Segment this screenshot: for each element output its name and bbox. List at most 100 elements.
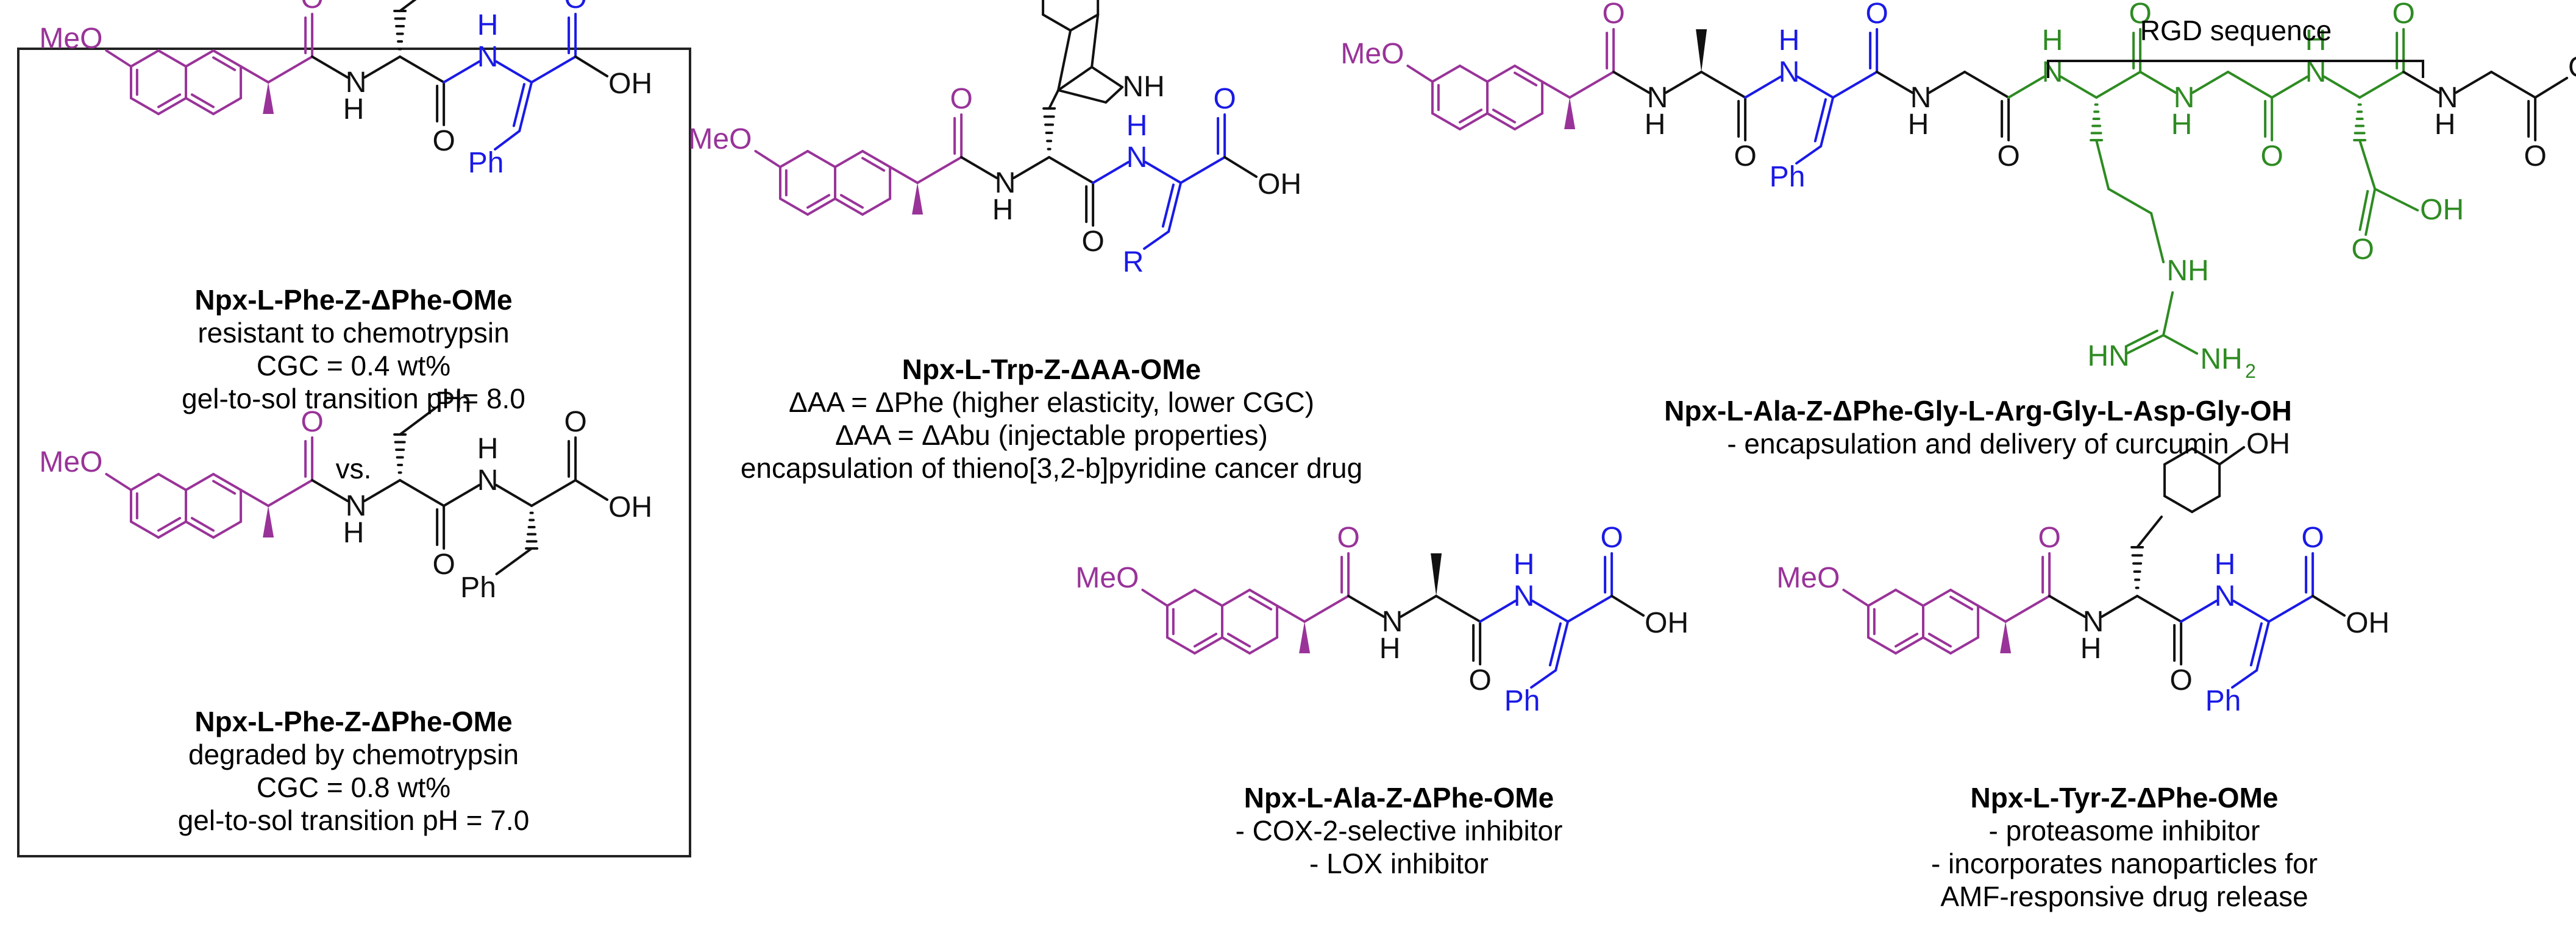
bond [1141, 589, 1169, 607]
ring-bond [1486, 65, 1517, 83]
bond [2191, 71, 2230, 94]
bond [1612, 71, 1651, 94]
ring-bond [861, 197, 892, 216]
bond [1012, 156, 1051, 179]
bond [1347, 595, 1386, 618]
ring-bond [1248, 589, 1279, 607]
atom-label: O [1337, 522, 1359, 554]
compound-name-tyr: Npx-L-Tyr-Z-ΔPhe-OMe [1971, 782, 2279, 814]
ring-bond [1922, 636, 1952, 655]
atom-label: MeO [39, 446, 102, 478]
bond [2095, 71, 2142, 99]
bond [1091, 13, 1100, 68]
caption-line: gel-to-sol transition pH = 7.0 [178, 804, 530, 836]
bond [495, 60, 533, 83]
atom-label: O [432, 125, 455, 157]
bond [2162, 291, 2174, 336]
ring-bond [212, 480, 237, 495]
double-bond [1820, 96, 1835, 147]
compound-name-top-left: Npx-L-Phe-Z-ΔPhe-OMe [194, 284, 512, 316]
bond [399, 55, 446, 83]
bond [2227, 71, 2274, 99]
atom-label: H [1779, 24, 1800, 57]
ring-bond [212, 520, 243, 539]
ring-bond [2191, 447, 2221, 466]
ring-bond [1492, 108, 1517, 124]
atom-label: N [477, 464, 499, 497]
atom-label: N [477, 41, 499, 73]
atom-label: O [2169, 664, 2192, 697]
atom-label: Ph [435, 386, 471, 419]
atom-label: O [2351, 233, 2374, 266]
ring-bond [185, 49, 215, 68]
atom-label: O [2129, 0, 2151, 30]
ring-bond [190, 93, 215, 108]
ring-bond [1221, 589, 1251, 607]
ring-bond [1922, 589, 1952, 607]
atom-label: O [2260, 140, 2283, 172]
rgd-bracket: RGD sequence [2047, 15, 2424, 78]
ring-bond [157, 49, 188, 68]
atom-label: H [2171, 108, 2193, 141]
bond [1223, 156, 1258, 178]
atom-label: O [1734, 140, 1756, 172]
bond [267, 479, 314, 507]
ring-bond [2191, 495, 2221, 513]
ring-bond [157, 517, 182, 532]
ring-bond [157, 93, 182, 108]
atom-label: N [995, 167, 1016, 199]
ring-bond [806, 194, 831, 209]
double-bond [518, 81, 533, 132]
atom-label: NH [2200, 343, 2242, 375]
caption-line: encapsulation of thieno[3,2-b]pyridine c… [741, 452, 1362, 484]
bond [399, 0, 417, 12]
atom-label: OH [2346, 607, 2389, 639]
atom-label: OH [608, 68, 652, 100]
atom-label: O [1997, 140, 2019, 172]
bond [2455, 71, 2493, 94]
bond [2048, 595, 2087, 618]
atom-label: NH [2166, 255, 2208, 287]
atom-label: O [1602, 0, 1624, 30]
ring-bond [834, 197, 864, 216]
caption-line: - encapsulation and delivery of curcumin [1727, 428, 2229, 459]
ring-bond [839, 194, 864, 209]
bond [495, 484, 533, 507]
compound-name-trp: Npx-L-Trp-Z-ΔAA-OMe [902, 353, 1201, 385]
ring-bond [1949, 636, 1980, 655]
atom-label: H [343, 517, 365, 549]
atom-label: Ph [2205, 685, 2241, 717]
ring-bond [1194, 589, 1224, 607]
atom-subscript: 2 [2245, 360, 2256, 382]
ring-bond [1514, 65, 1544, 83]
atom-label: N [1647, 82, 1668, 114]
bond [1700, 71, 1747, 99]
wedge-bond [1299, 622, 1311, 653]
atom-label: MeO [1776, 562, 1840, 594]
ring-bond [861, 157, 886, 172]
ring-bond [185, 473, 215, 491]
molecule-layer: MeOONHPhONHPhOOHMeOONHPhONHPhOOHMeOONHNH… [39, 0, 2576, 717]
bond [2268, 595, 2314, 623]
double-bond [1548, 622, 1562, 667]
bond [2180, 600, 2218, 623]
ring-bond [1248, 636, 1279, 655]
bond [1541, 80, 1571, 99]
ring-bond [129, 520, 160, 539]
atom-label: O [2524, 140, 2546, 172]
atom-label: H [992, 194, 1014, 226]
bond [1276, 605, 1306, 623]
caption-line: AMF-responsive drug release [1940, 881, 2308, 912]
bond [363, 55, 402, 79]
bond [960, 156, 998, 179]
caption-line: - COX-2-selective inhibitor [1236, 815, 1563, 846]
wedge-bond [1431, 553, 1442, 596]
bond [1567, 595, 1614, 623]
wedge-bond [1696, 29, 1707, 72]
bond [399, 407, 436, 436]
bond [1435, 595, 1482, 623]
ring-bond [806, 150, 837, 168]
double-bond [2364, 188, 2377, 236]
ring-bond [778, 197, 809, 216]
double-bond [2126, 329, 2158, 347]
